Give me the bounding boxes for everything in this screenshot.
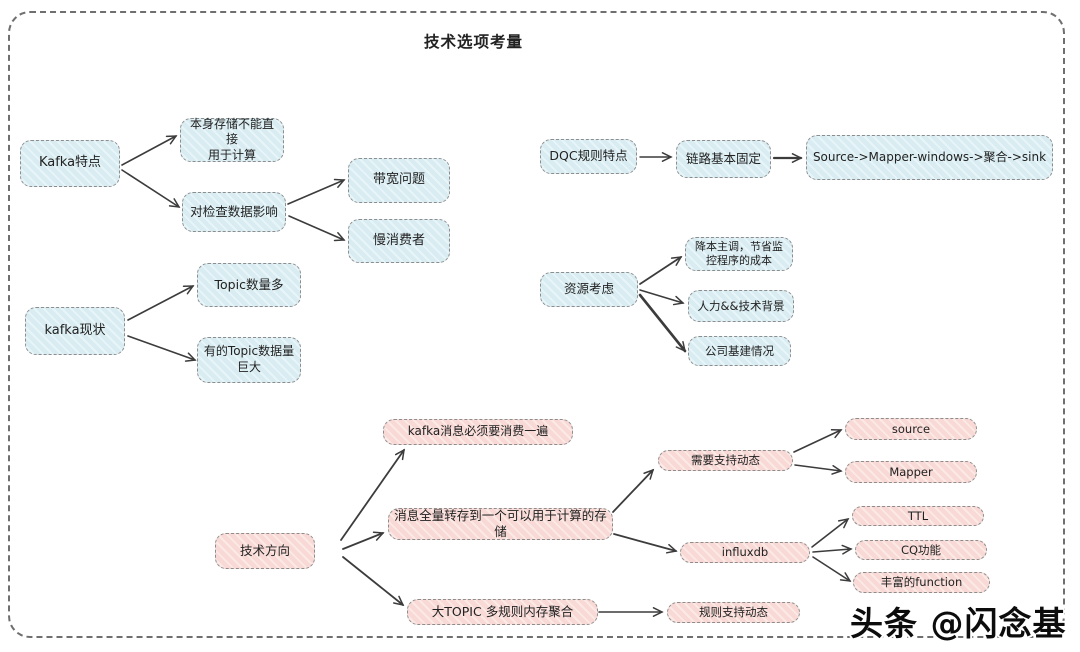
edge-resource-consideration-to-manpower-tech-background — [639, 289, 685, 306]
node-storage-not-computable[interactable]: 本身存储不能直接 用于计算 — [180, 117, 284, 162]
node-kafka-status[interactable]: kafka现状 — [25, 307, 125, 355]
node-kafka-features[interactable]: Kafka特点 — [20, 140, 120, 187]
node-dqc-rule-features[interactable]: DQC规则特点 — [540, 139, 637, 174]
node-big-topic-memory-agg[interactable]: 大TOPIC 多规则内存聚合 — [407, 599, 598, 625]
edge-kafka-features-to-storage-not-computable — [121, 135, 178, 166]
edge-kafka-status-to-topic-data-huge — [127, 335, 197, 362]
node-pipeline-chain[interactable]: Source->Mapper-windows->聚合->sink — [806, 135, 1053, 180]
edge-dynamic-support-to-source — [793, 429, 843, 453]
node-full-transfer-storage[interactable]: 消息全量转存到一个可以用于计算的存储 — [388, 508, 613, 540]
node-topic-data-huge[interactable]: 有的Topic数据量 巨大 — [197, 337, 301, 383]
node-mapper[interactable]: Mapper — [845, 461, 977, 483]
node-slow-consumer[interactable]: 慢消费者 — [348, 219, 450, 263]
edge-influxdb-to-cq-function — [812, 544, 853, 555]
edge-influxdb-to-rich-function — [812, 556, 852, 582]
edge-check-data-impact-to-slow-consumer — [288, 215, 346, 242]
edge-tech-direction-to-full-transfer-storage — [342, 531, 385, 550]
edge-resource-consideration-to-cost-reduction — [639, 256, 683, 285]
edge-kafka-features-to-check-data-impact — [121, 169, 181, 208]
node-source[interactable]: source — [845, 418, 977, 440]
edge-resource-consideration-to-company-infrastructure — [638, 293, 687, 353]
edge-check-data-impact-to-bandwidth-issue — [287, 178, 346, 205]
node-rich-function[interactable]: 丰富的function — [853, 572, 990, 593]
node-tech-direction[interactable]: 技术方向 — [215, 533, 315, 569]
node-rule-dynamic[interactable]: 规则支持动态 — [667, 602, 800, 623]
diagram-title: 技术选项考量 — [424, 33, 524, 51]
edge-kafka-status-to-topic-count-many — [127, 285, 195, 321]
edge-influxdb-to-ttl — [811, 517, 850, 548]
edge-tech-direction-to-big-topic-memory-agg — [342, 556, 405, 607]
node-topic-count-many[interactable]: Topic数量多 — [197, 263, 301, 307]
edge-full-transfer-storage-to-dynamic-support — [612, 468, 655, 513]
watermark: 头条 @闪念基因 — [850, 604, 1067, 643]
node-consume-once[interactable]: kafka消息必须要消费一遍 — [383, 419, 573, 445]
node-cost-reduction[interactable]: 降本主调，节省监 控程序的成本 — [685, 237, 793, 271]
edge-full-transfer-storage-to-influxdb — [613, 533, 678, 554]
node-resource-consideration[interactable]: 资源考虑 — [540, 272, 638, 307]
node-influxdb[interactable]: influxdb — [680, 542, 810, 563]
node-cq-function[interactable]: CQ功能 — [855, 540, 987, 560]
node-fixed-pipeline[interactable]: 链路基本固定 — [676, 140, 771, 178]
node-check-data-impact[interactable]: 对检查数据影响 — [182, 192, 286, 232]
node-company-infrastructure[interactable]: 公司基建情况 — [688, 336, 791, 366]
edge-dynamic-support-to-mapper — [794, 464, 843, 475]
node-ttl[interactable]: TTL — [852, 506, 984, 526]
node-bandwidth-issue[interactable]: 带宽问题 — [348, 158, 450, 203]
node-manpower-tech-background[interactable]: 人力&&技术背景 — [688, 290, 794, 322]
node-dynamic-support[interactable]: 需要支持动态 — [658, 450, 793, 471]
